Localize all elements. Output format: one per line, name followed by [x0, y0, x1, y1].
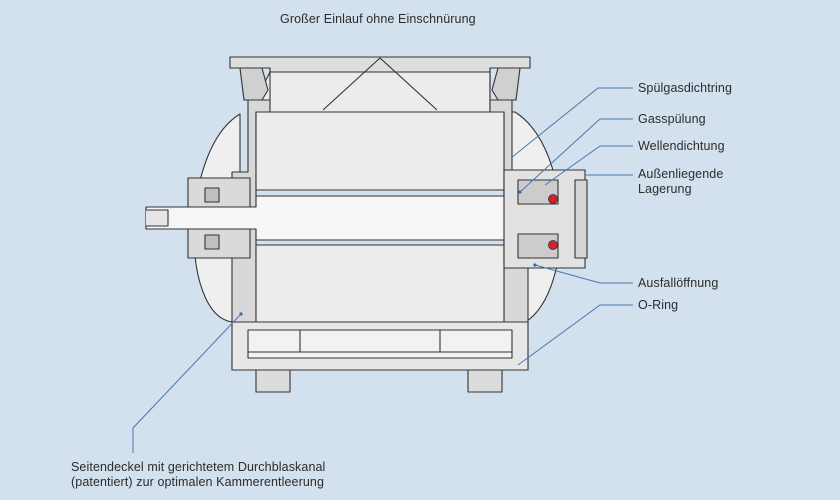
label-seitendeckel: Seitendeckel mit gerichtetem Durchblaska…	[71, 460, 326, 489]
label-spuelgasdichtring: Spülgasdichtring	[638, 81, 733, 95]
leader-seitendeckel	[132, 313, 242, 453]
shaft-key	[146, 209, 169, 227]
label-wellendichtung: Wellendichtung	[638, 139, 725, 153]
left-seal	[204, 234, 220, 250]
rotor-lower	[255, 244, 505, 323]
rotor-upper	[255, 111, 505, 191]
outlet-inner	[247, 329, 513, 359]
label-lagerung: Außenliegende Lagerung	[638, 167, 724, 196]
label-oring: O-Ring	[638, 298, 679, 312]
diagram-title: Großer Einlauf ohne Einschnürung	[280, 12, 476, 26]
inlet-flange	[229, 56, 531, 73]
label-gasspuelung: Gasspülung	[638, 112, 706, 126]
lower-seal-marker	[548, 240, 558, 250]
leader-spuelgasdichtring	[510, 87, 633, 159]
leader-ausfalloeffnung	[534, 264, 633, 284]
inlet-funnel	[249, 71, 491, 113]
leader-gasspuelung	[519, 118, 633, 193]
left-seal	[204, 187, 220, 203]
label-ausfalloeffnung: Ausfallöffnung	[638, 276, 719, 290]
leader-oring	[517, 304, 633, 366]
leader-wellendichtung	[544, 145, 633, 186]
left-foot	[255, 369, 291, 393]
left-flange-lug	[239, 67, 269, 101]
right-foot	[467, 369, 503, 393]
right-flange-lug	[491, 67, 521, 101]
upper-seal-marker	[548, 194, 558, 204]
right-bearing-cap	[574, 179, 588, 259]
inlet-triangle	[322, 57, 438, 111]
